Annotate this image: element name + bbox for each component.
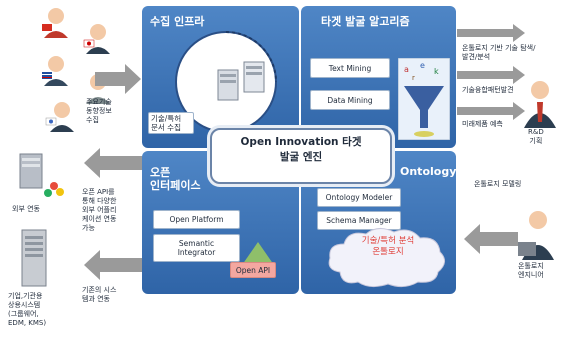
svg-text:k: k [434,67,439,76]
ontology-cloud-illustration [328,228,445,288]
rd-planner-illustration [524,81,556,128]
center-engine-title: Open Innovation 타겟 발굴 엔진 [240,136,362,163]
semantic-integrator-box: Semantic Integrator [153,234,240,262]
ontology-modeler-box: Ontology Modeler [317,188,401,207]
label-out-ontology-search: 온톨로지 기반 기술 탐색/ 발견/분석 [462,44,536,61]
arrow-to-legacy [84,250,142,280]
ontology-title: Ontology [400,165,457,178]
arrow-people-to-collect [95,64,141,94]
svg-text:e: e [420,61,425,70]
global-people-illustration [42,8,110,132]
open-api-triangle [240,242,276,268]
arrow-to-external [84,148,142,178]
doc-collect-label: 기술/특허 문서 수집 [148,112,194,134]
arrow-engineer-to-ontology [464,224,518,254]
enterprise-server-illustration [21,229,47,287]
label-ontology-modeling: 온톨로지 모델링 [474,180,522,188]
label-trend-collect: 주요기술 동향정보 수집 [86,98,112,124]
collect-title: 수집 인프라 [150,15,205,28]
ontology-engineer-illustration [518,211,554,260]
svg-text:r: r [412,74,415,82]
label-open-api-desc: 오픈 API를 통해 다양한 외부 어플리 케이션 연동 가능 [82,188,117,232]
open-api-badge: Open API [230,262,276,278]
svg-text:a: a [404,65,409,74]
label-enterprise: 기업,기관용 상용시스템 (그룹웨어, EDM, KMS) [8,292,47,327]
arrow-out-1 [457,24,525,42]
data-mining-box: Data Mining [310,90,390,110]
ontology-cloud-text: 기술/특허 분석 온톨로지 [361,236,415,257]
label-external: 외부 연동 [12,205,40,213]
target-title: 타겟 발굴 알고리즘 [321,15,410,28]
external-server-illustration [19,153,64,197]
label-legacy: 기존의 시스 템과 연동 [82,286,117,303]
arrow-out-3 [457,102,525,120]
open-platform-box: Open Platform [153,210,240,229]
label-out-future-product: 미래제품 예측 [462,120,503,128]
text-mining-box: Text Mining [310,58,390,78]
collect-circle-illustration [175,31,277,133]
label-rd-planning: R&D 기획 [528,128,544,145]
label-ontology-engineer: 온톨로지 엔지니어 [518,262,544,279]
open-title: 오픈 인터페이스 [150,166,201,192]
center-engine-box [210,128,392,184]
label-out-convergence: 기술융합패턴발견 [462,86,514,94]
funnel-illustration: a e k r [398,58,450,140]
arrow-out-2 [457,66,525,84]
schema-manager-box: Schema Manager [317,211,401,230]
